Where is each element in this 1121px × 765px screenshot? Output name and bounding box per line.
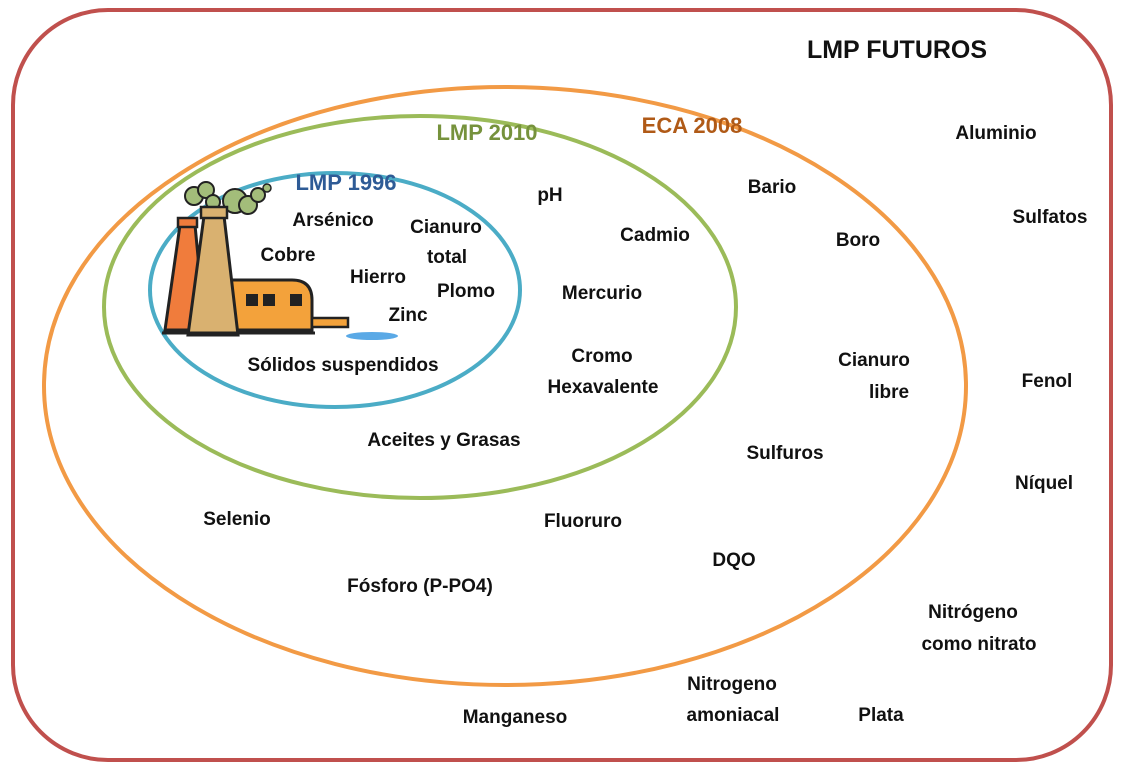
item-selenio: Selenio (203, 509, 271, 530)
item-plomo: Plomo (437, 281, 495, 302)
item-cobre: Cobre (261, 245, 316, 266)
item-niquel: Níquel (1015, 473, 1073, 494)
item-cianuro-total-line1: Cianuro (410, 217, 482, 238)
item-arsenico: Arsénico (292, 210, 373, 231)
lmp-1996-title: LMP 1996 (295, 170, 396, 195)
lmp-2010-title: LMP 2010 (436, 120, 537, 145)
item-nitrogeno-nitrato-line2: como nitrato (921, 634, 1036, 655)
lmp-futuros-frame (11, 8, 1113, 762)
item-cianuro-libre-line2: libre (869, 382, 909, 403)
item-zinc: Zinc (388, 305, 427, 326)
item-hierro: Hierro (350, 267, 406, 288)
item-dqo: DQO (712, 550, 755, 571)
item-ph: pH (537, 185, 562, 206)
item-cromo-hexavalente-line2: Hexavalente (548, 377, 659, 398)
item-aceites-y-grasas: Aceites y Grasas (367, 430, 520, 451)
item-fluoruro: Fluoruro (544, 511, 622, 532)
item-plata: Plata (858, 705, 904, 726)
factory-icon (162, 181, 398, 340)
item-bario: Bario (748, 177, 797, 198)
item-nitrogeno-amoniacal-line2: amoniacal (687, 705, 780, 726)
item-solidos-suspendidos: Sólidos suspendidos (247, 355, 438, 376)
item-cianuro-total-line2: total (427, 247, 467, 268)
item-boro: Boro (836, 230, 880, 251)
item-manganeso: Manganeso (463, 707, 568, 728)
item-nitrogeno-amoniacal-line1: Nitrogeno (687, 674, 777, 695)
item-cianuro-libre-line1: Cianuro (838, 350, 910, 371)
item-cromo-hexavalente-line1: Cromo (571, 346, 632, 367)
eca-2008-title: ECA 2008 (642, 113, 743, 138)
item-mercurio: Mercurio (562, 283, 642, 304)
item-fenol: Fenol (1022, 371, 1073, 392)
item-nitrogeno-nitrato-line1: Nitrógeno (928, 602, 1018, 623)
item-cadmio: Cadmio (620, 225, 690, 246)
eca-2008-ellipse (42, 85, 968, 687)
lmp-1996-ellipse (148, 171, 522, 409)
lmp-2010-ellipse (102, 114, 738, 500)
item-aluminio: Aluminio (955, 123, 1036, 144)
item-sulfuros: Sulfuros (746, 443, 823, 464)
item-sulfatos: Sulfatos (1013, 207, 1088, 228)
lmp-futuros-title: LMP FUTUROS (807, 36, 987, 64)
item-fosforo: Fósforo (P-PO4) (347, 576, 493, 597)
